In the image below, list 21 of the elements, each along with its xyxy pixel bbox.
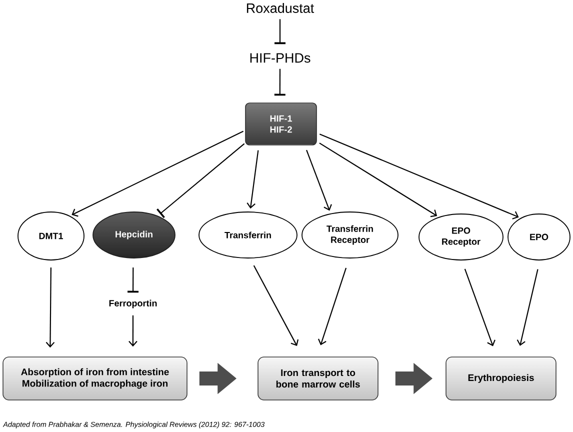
arrow	[253, 265, 299, 346]
process-box: Erythropoiesis	[446, 356, 556, 400]
arrow	[319, 134, 519, 220]
arrow	[128, 315, 138, 347]
arrow	[306, 150, 332, 211]
arrow	[46, 267, 55, 348]
arrow	[318, 268, 347, 346]
arrow	[319, 142, 438, 218]
inhibition-arrow	[128, 267, 139, 293]
text-label: Ferroportin	[109, 300, 157, 308]
text-label: HIF-PHDs	[250, 53, 310, 63]
factor-box: HIF-1 HIF-2	[245, 102, 317, 146]
arrow	[516, 269, 538, 346]
arrow	[72, 130, 244, 217]
inhibition-arrow	[274, 68, 286, 96]
inhibition-arrow	[274, 19, 286, 44]
arrow	[246, 150, 259, 209]
arrow	[464, 268, 496, 346]
text-label: Roxadustat	[246, 3, 314, 13]
process-box: Iron transport to bone marrow cells	[258, 356, 378, 400]
process-box: Absorption of iron from intestine Mobilization of macrophage iron	[2, 356, 188, 400]
